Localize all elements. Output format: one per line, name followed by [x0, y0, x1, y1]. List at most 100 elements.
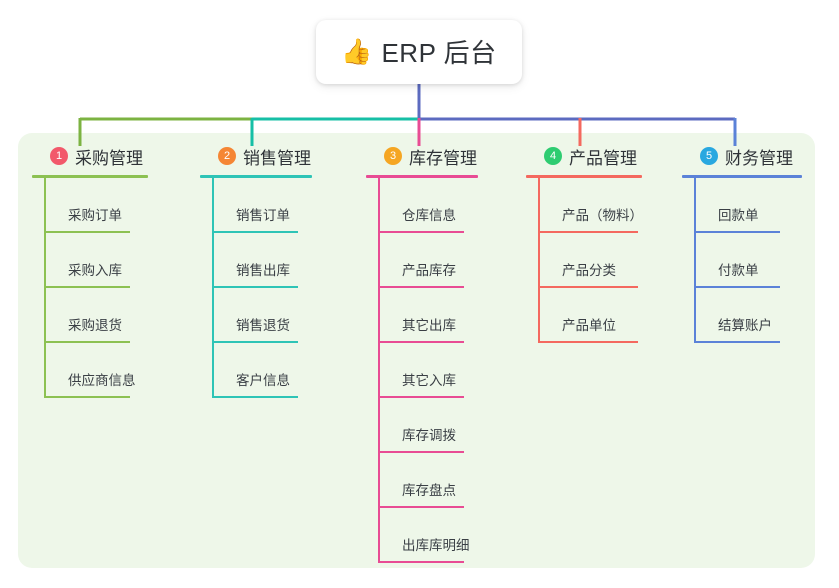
branch-spine [694, 178, 696, 343]
branch-items: 产品（物料） 产品分类产品单位 [526, 178, 643, 343]
leaf-item-rule [212, 396, 298, 398]
branch-column-1: 1 采购管理采购订单采购入库采购退货供应商信息 [32, 143, 148, 398]
branch-items: 采购订单采购入库采购退货供应商信息 [32, 178, 148, 398]
branch-spine [378, 178, 380, 563]
leaf-item[interactable]: 结算账户 [682, 288, 802, 343]
leaf-item-label: 产品分类 [562, 263, 616, 278]
leaf-item[interactable]: 仓库信息 [366, 178, 478, 233]
leaf-item[interactable]: 销售出库 [200, 233, 312, 288]
leaf-item-label: 销售退货 [236, 318, 290, 333]
leaf-item[interactable]: 付款单 [682, 233, 802, 288]
leaf-item-label: 回款单 [718, 208, 759, 223]
leaf-item[interactable]: 库存盘点 [366, 453, 478, 508]
leaf-item[interactable]: 产品单位 [526, 288, 642, 343]
leaf-item-label: 客户信息 [236, 373, 290, 388]
leaf-item[interactable]: 销售订单 [200, 178, 312, 233]
leaf-item-rule [44, 231, 130, 233]
leaf-item-label: 销售订单 [236, 208, 290, 223]
branch-number-badge: 1 [50, 147, 68, 165]
branch-header-rule [200, 175, 312, 178]
branch-spine [44, 178, 46, 398]
leaf-item-rule [378, 231, 464, 233]
branch-title: 库存管理 [409, 148, 477, 168]
leaf-item-rule [378, 286, 464, 288]
branch-title: 销售管理 [243, 148, 311, 168]
leaf-item[interactable]: 出库库明细 [366, 508, 478, 563]
leaf-item[interactable]: 供应商信息 [32, 343, 148, 398]
branch-items: 回款单付款单结算账户 [682, 178, 802, 343]
branch-header-rule [682, 175, 802, 178]
leaf-item[interactable]: 产品分类 [526, 233, 642, 288]
leaf-item-label: 出库库明细 [402, 538, 470, 553]
branch-header-rule [366, 175, 478, 178]
leaf-item[interactable]: 其它出库 [366, 288, 478, 343]
leaf-item[interactable]: 产品库存 [366, 233, 478, 288]
leaf-item-label: 库存调拨 [402, 428, 456, 443]
leaf-item-rule [694, 341, 780, 343]
leaf-item-label: 其它出库 [402, 318, 456, 333]
branch-header-3[interactable]: 3 库存管理 [366, 143, 478, 169]
leaf-item-rule [378, 561, 464, 563]
branch-title: 产品管理 [569, 148, 637, 168]
leaf-item[interactable]: 采购退货 [32, 288, 148, 343]
branch-column-4: 4 产品管理产品（物料） 产品分类产品单位 [526, 143, 643, 343]
leaf-item-label: 付款单 [718, 263, 759, 278]
leaf-item[interactable]: 采购入库 [32, 233, 148, 288]
diagram-panel-background [18, 133, 815, 568]
leaf-item-rule [212, 341, 298, 343]
leaf-item-rule [378, 341, 464, 343]
branch-header-4[interactable]: 4 产品管理 [526, 143, 642, 169]
leaf-item-label: 其它入库 [402, 373, 456, 388]
leaf-item-rule [212, 286, 298, 288]
leaf-item[interactable]: 销售退货 [200, 288, 312, 343]
leaf-item-label: 销售出库 [236, 263, 290, 278]
branch-items: 仓库信息产品库存其它出库其它入库库存调拨库存盘点出库库明细 [366, 178, 478, 563]
leaf-item-rule [538, 341, 638, 343]
leaf-item-label: 采购退货 [68, 318, 122, 333]
leaf-item[interactable]: 客户信息 [200, 343, 312, 398]
leaf-item-label: 产品单位 [562, 318, 616, 333]
leaf-item-label: 产品（物料） [562, 208, 643, 223]
branch-spine [212, 178, 214, 398]
leaf-item-rule [44, 396, 130, 398]
leaf-item-rule [44, 341, 130, 343]
leaf-item-rule [378, 506, 464, 508]
leaf-item-rule [538, 231, 638, 233]
branch-header-rule [526, 175, 642, 178]
leaf-item[interactable]: 采购订单 [32, 178, 148, 233]
root-title: ERP 后台 [381, 37, 497, 68]
branch-column-3: 3 库存管理仓库信息产品库存其它出库其它入库库存调拨库存盘点出库库明细 [366, 143, 478, 563]
branch-title: 财务管理 [725, 148, 793, 168]
leaf-item-rule [694, 286, 780, 288]
leaf-item-label: 仓库信息 [402, 208, 456, 223]
leaf-item-rule [44, 286, 130, 288]
branch-number-badge: 3 [384, 147, 402, 165]
leaf-item-label: 采购订单 [68, 208, 122, 223]
leaf-item-rule [538, 286, 638, 288]
thumbs-up-icon: 👍 [341, 36, 373, 66]
leaf-item[interactable]: 产品（物料） [526, 178, 643, 233]
branch-items: 销售订单销售出库销售退货客户信息 [200, 178, 312, 398]
root-node-content: 👍 ERP 后台 [341, 33, 496, 70]
leaf-item-label: 结算账户 [718, 318, 772, 333]
branch-header-rule [32, 175, 148, 178]
root-node[interactable]: 👍 ERP 后台 [316, 20, 522, 84]
leaf-item[interactable]: 回款单 [682, 178, 802, 233]
leaf-item-label: 产品库存 [402, 263, 456, 278]
leaf-item[interactable]: 库存调拨 [366, 398, 478, 453]
branch-spine [538, 178, 540, 343]
leaf-item-label: 库存盘点 [402, 483, 456, 498]
branch-title: 采购管理 [75, 148, 143, 168]
leaf-item-rule [378, 451, 464, 453]
leaf-item-rule [694, 231, 780, 233]
branch-header-1[interactable]: 1 采购管理 [32, 143, 148, 169]
branch-number-badge: 4 [544, 147, 562, 165]
leaf-item-rule [378, 396, 464, 398]
leaf-item[interactable]: 其它入库 [366, 343, 478, 398]
leaf-item-label: 供应商信息 [68, 373, 136, 388]
leaf-item-label: 采购入库 [68, 263, 122, 278]
